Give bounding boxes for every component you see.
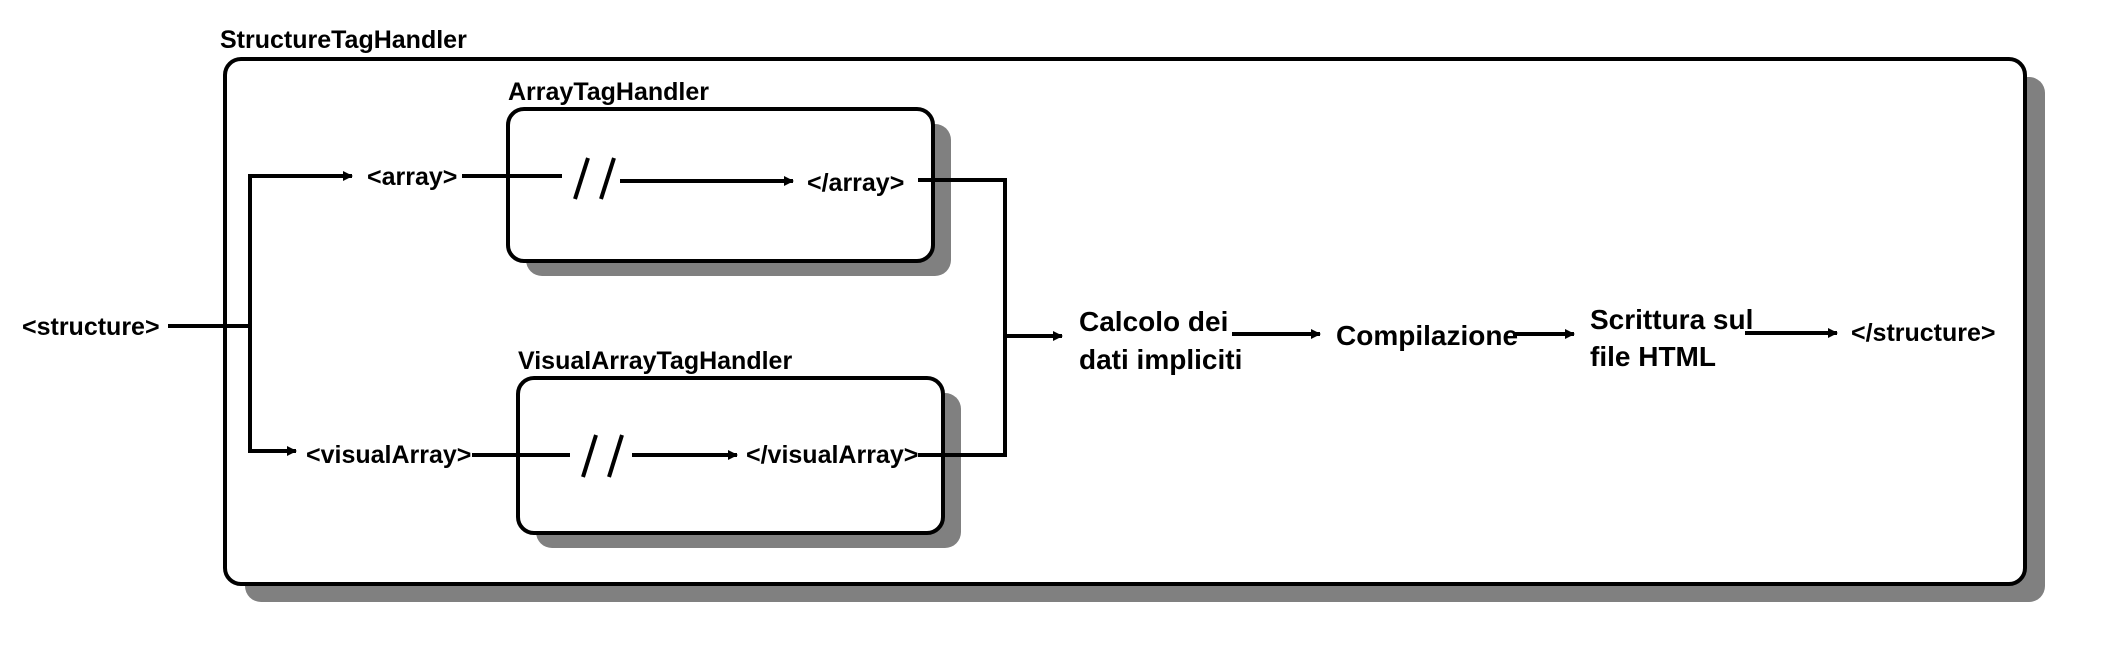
outer-box-title: StructureTagHandler: [220, 26, 467, 54]
step-write-line2: file HTML: [1590, 341, 1716, 372]
step-write-line1: Scrittura sul: [1590, 304, 1753, 335]
array-box-title: ArrayTagHandler: [508, 78, 709, 106]
step-calc-line1: Calcolo dei: [1079, 306, 1228, 337]
edge-array-merge: [918, 178, 1007, 457]
tag-structure-open: <structure>: [22, 313, 160, 341]
step-compile: Compilazione: [1336, 320, 1518, 351]
visual-box-title: VisualArrayTagHandler: [518, 347, 792, 375]
visual-break-mark-2: [607, 434, 624, 478]
connectors: [168, 171, 1838, 460]
array-break-mark-2: [599, 157, 616, 200]
tag-visual-open: <visualArray>: [306, 441, 471, 469]
tag-structure-close: </structure>: [1851, 319, 1996, 347]
step-calc-line2: dati impliciti: [1079, 344, 1242, 375]
tag-array-close: </array>: [807, 169, 904, 197]
break-marks: [573, 157, 624, 478]
tag-visual-close: </visualArray>: [746, 441, 918, 469]
visual-break-mark-1: [581, 434, 598, 478]
tag-array-open: <array>: [367, 163, 457, 191]
array-box: [506, 107, 935, 263]
array-break-mark-1: [573, 157, 590, 200]
